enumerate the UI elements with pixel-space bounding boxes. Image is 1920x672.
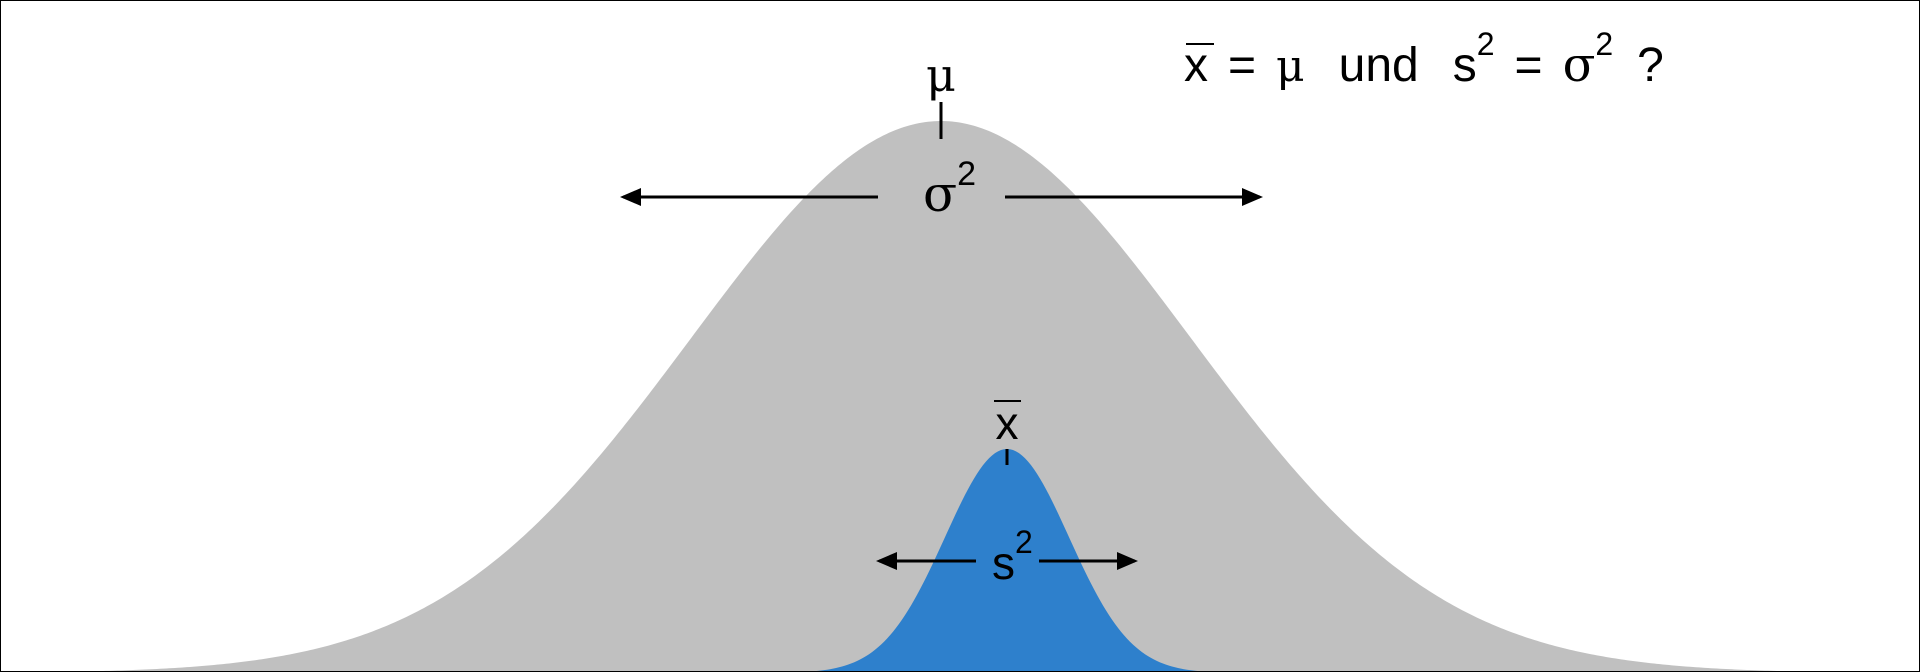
question-text: x = μ und s2 = σ2 ? — [1184, 13, 1664, 93]
population-mean-label: μ — [926, 48, 956, 102]
population-distribution-curve — [103, 121, 1780, 671]
sample-variance-label: s2 — [992, 524, 1033, 589]
population-variance-label: σ2 — [923, 155, 976, 223]
sample-mean-label: x — [996, 397, 1019, 449]
sample-distribution-curve — [816, 449, 1198, 671]
